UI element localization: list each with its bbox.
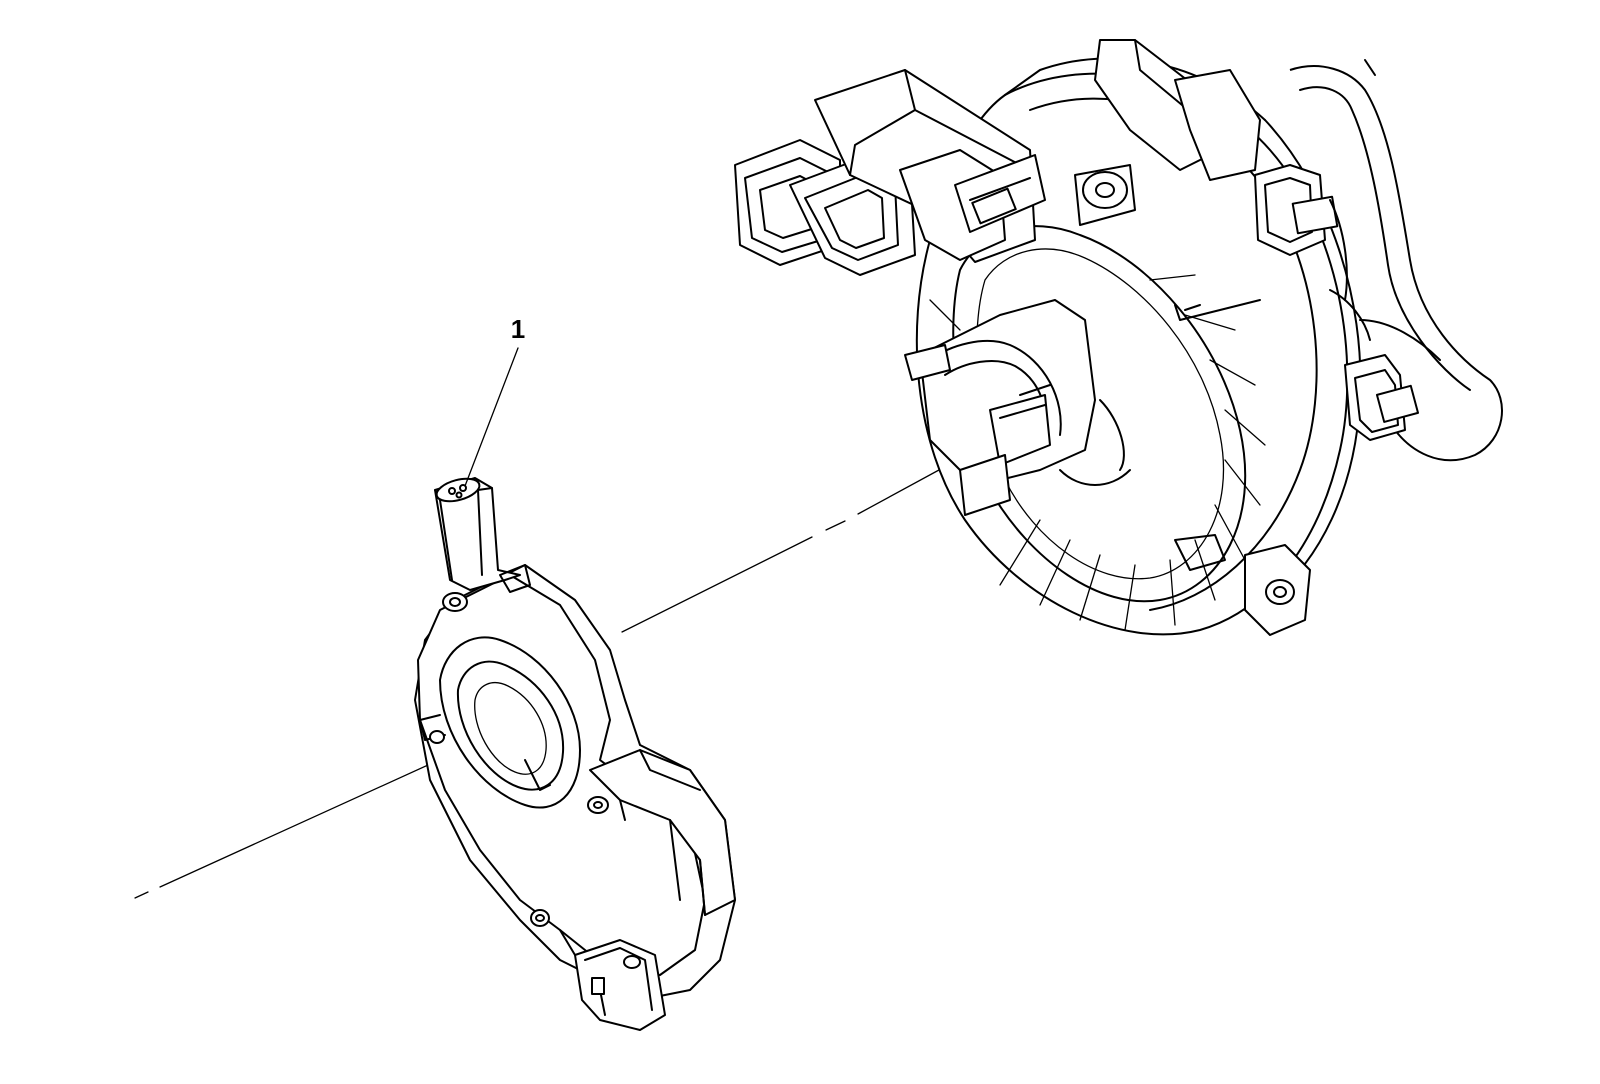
clock-spring-assembly [734,39,1503,636]
callout-label-1: 1 [511,314,525,344]
wiring-harness [1254,59,1503,462]
ribbed-plate [929,274,1266,631]
center-hub [904,299,1131,516]
steering-angle-sensor [414,477,736,1031]
assembly-axis-line [134,463,951,899]
callout-1: 1 [464,314,525,487]
mounting-ear-top [1174,534,1226,571]
connector-housings [734,39,1261,276]
sensor-mounting-holes [429,730,609,927]
callout-leader-line [464,347,519,487]
mounting-ear-bottom [1244,544,1311,636]
